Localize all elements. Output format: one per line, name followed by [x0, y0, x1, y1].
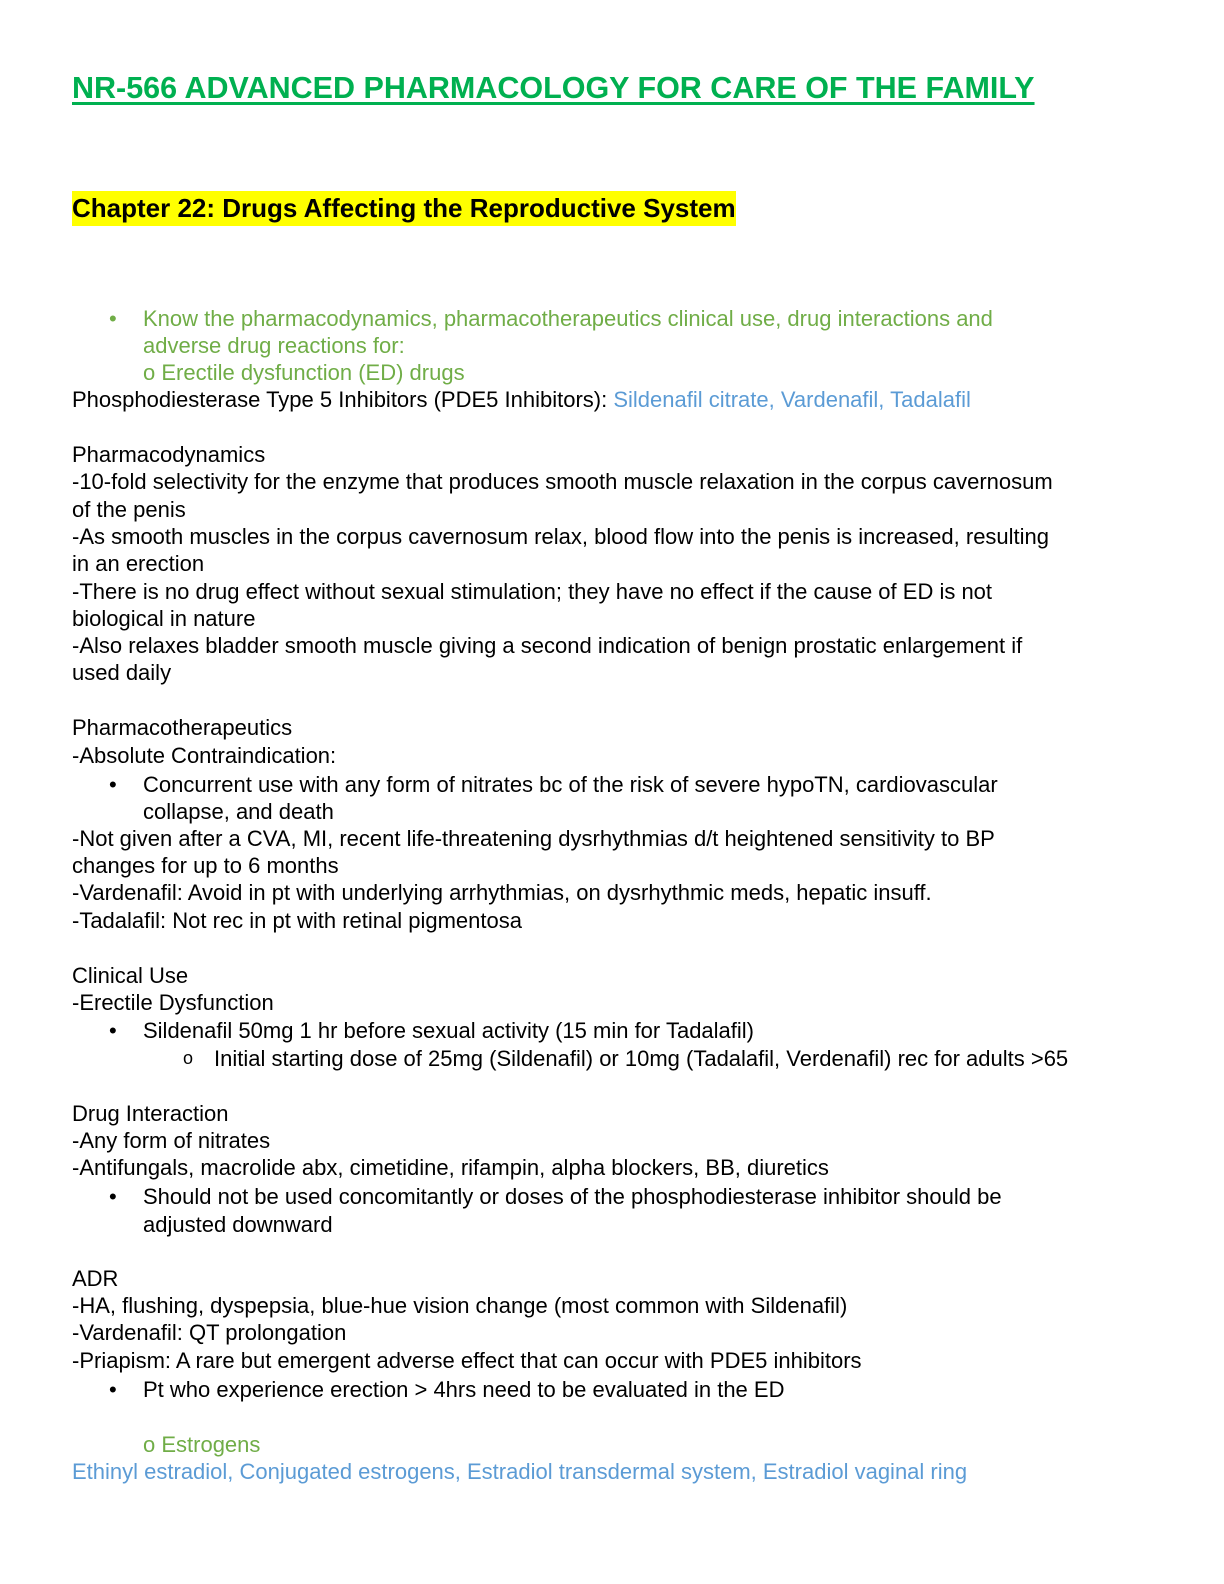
text-line: Drug Interaction — [72, 1100, 229, 1127]
text-line: -There is no drug effect without sexual … — [72, 578, 992, 605]
text-line: Pt who experience erection > 4hrs need t… — [143, 1376, 784, 1403]
text-line: biological in nature — [72, 605, 255, 632]
chapter-heading: Chapter 22: Drugs Affecting the Reproduc… — [72, 191, 736, 226]
text-line: adjusted downward — [143, 1211, 333, 1238]
text-line: changes for up to 6 months — [72, 852, 339, 879]
text-segment: o Erectile dysfunction (ED) drugs — [143, 360, 465, 385]
text-line: Clinical Use — [72, 962, 188, 989]
text-segment: Pharmacodynamics — [72, 442, 266, 467]
text-line: collapse, and death — [143, 798, 334, 825]
text-segment: biological in nature — [72, 606, 256, 631]
text-segment: changes for up to 6 months — [72, 853, 339, 878]
text-segment: in an erection — [72, 551, 205, 576]
text-segment: adjusted downward — [143, 1212, 333, 1237]
text-line: Should not be used concomitantly or dose… — [143, 1183, 1002, 1210]
text-line: adverse drug reactions for: — [143, 332, 405, 359]
text-segment: Should not be used concomitantly or dose… — [143, 1184, 1002, 1209]
text-segment: -Tadalafil: Not rec in pt with retinal p… — [72, 908, 522, 933]
text-segment: -Also relaxes bladder smooth muscle givi… — [72, 633, 1023, 658]
text-segment: -Vardenafil: QT prolongation — [72, 1320, 347, 1345]
text-line: -Erectile Dysfunction — [72, 989, 274, 1016]
text-segment: collapse, and death — [143, 799, 334, 824]
text-segment: -Not given after a CVA, MI, recent life-… — [72, 826, 995, 851]
text-segment: used daily — [72, 660, 172, 685]
bullet-circle-icon: o — [183, 1048, 194, 1068]
bullet-dot-icon: • — [109, 1184, 117, 1209]
text-line: ADR — [72, 1265, 118, 1292]
text-line: Sildenafil 50mg 1 hr before sexual activ… — [143, 1017, 754, 1044]
text-segment: -Vardenafil: Avoid in pt with underlying… — [72, 880, 932, 905]
text-segment: -HA, flushing, dyspepsia, blue-hue visio… — [72, 1293, 848, 1318]
text-line: -Priapism: A rare but emergent adverse e… — [72, 1347, 862, 1374]
text-line: -Also relaxes bladder smooth muscle givi… — [72, 632, 1022, 659]
text-segment: -Any form of nitrates — [72, 1128, 271, 1153]
text-segment: -Antifungals, macrolide abx, cimetidine,… — [72, 1155, 829, 1180]
bullet-dot-icon: • — [109, 1377, 117, 1402]
text-segment: of the penis — [72, 497, 186, 522]
text-segment: Pharmacotherapeutics — [72, 715, 293, 740]
text-segment: -There is no drug effect without sexual … — [72, 579, 993, 604]
text-segment: ADR — [72, 1266, 119, 1291]
text-line: -HA, flushing, dyspepsia, blue-hue visio… — [72, 1292, 847, 1319]
text-segment: Drug Interaction — [72, 1101, 229, 1126]
text-segment: Phosphodiesterase Type 5 Inhibitors (PDE… — [72, 387, 614, 412]
text-line: -10-fold selectivity for the enzyme that… — [72, 468, 1053, 495]
text-segment: -Erectile Dysfunction — [72, 990, 274, 1015]
document-title: NR-566 ADVANCED PHARMACOLOGY FOR CARE OF… — [72, 71, 1035, 105]
text-line: Ethinyl estradiol, Conjugated estrogens,… — [72, 1458, 967, 1485]
text-segment: Know the pharmacodynamics, pharmacothera… — [143, 306, 993, 331]
text-line: -Vardenafil: QT prolongation — [72, 1319, 346, 1346]
text-line: Pharmacodynamics — [72, 441, 265, 468]
text-segment: adverse drug reactions for: — [143, 333, 405, 358]
drug-names: Ethinyl estradiol, Conjugated estrogens,… — [72, 1459, 968, 1484]
bullet-dot-icon: • — [109, 772, 117, 797]
text-line: -Any form of nitrates — [72, 1127, 270, 1154]
bullet-dot-icon: • — [109, 1018, 117, 1043]
text-segment: -Priapism: A rare but emergent adverse e… — [72, 1348, 862, 1373]
text-segment: -As smooth muscles in the corpus caverno… — [72, 524, 1050, 549]
text-segment: Clinical Use — [72, 963, 189, 988]
text-line: -Antifungals, macrolide abx, cimetidine,… — [72, 1154, 829, 1181]
text-line: Phosphodiesterase Type 5 Inhibitors (PDE… — [72, 386, 971, 413]
text-line: Initial starting dose of 25mg (Sildenafi… — [214, 1045, 1068, 1072]
text-line: -Not given after a CVA, MI, recent life-… — [72, 825, 995, 852]
text-segment: o Estrogens — [143, 1432, 261, 1457]
bullet-dot-icon: • — [109, 306, 117, 331]
text-line: Concurrent use with any form of nitrates… — [143, 771, 998, 798]
text-segment: -Absolute Contraindication: — [72, 743, 337, 768]
drug-names: Sildenafil citrate, Vardenafil, Tadalafi… — [613, 387, 971, 412]
text-line: -As smooth muscles in the corpus caverno… — [72, 523, 1049, 550]
text-segment: Concurrent use with any form of nitrates… — [143, 772, 998, 797]
text-segment: Initial starting dose of 25mg (Sildenafi… — [214, 1046, 1069, 1071]
text-line: of the penis — [72, 496, 186, 523]
text-line: -Absolute Contraindication: — [72, 742, 336, 769]
text-line: Pharmacotherapeutics — [72, 714, 292, 741]
text-segment: -10-fold selectivity for the enzyme that… — [72, 469, 1053, 494]
text-line: -Vardenafil: Avoid in pt with underlying… — [72, 879, 932, 906]
text-line: o Erectile dysfunction (ED) drugs — [143, 359, 465, 386]
text-line: Know the pharmacodynamics, pharmacothera… — [143, 305, 993, 332]
text-segment: Sildenafil 50mg 1 hr before sexual activ… — [143, 1018, 755, 1043]
text-line: used daily — [72, 659, 171, 686]
text-line: o Estrogens — [143, 1431, 260, 1458]
text-line: in an erection — [72, 550, 204, 577]
text-segment: Pt who experience erection > 4hrs need t… — [143, 1377, 785, 1402]
text-line: -Tadalafil: Not rec in pt with retinal p… — [72, 907, 522, 934]
